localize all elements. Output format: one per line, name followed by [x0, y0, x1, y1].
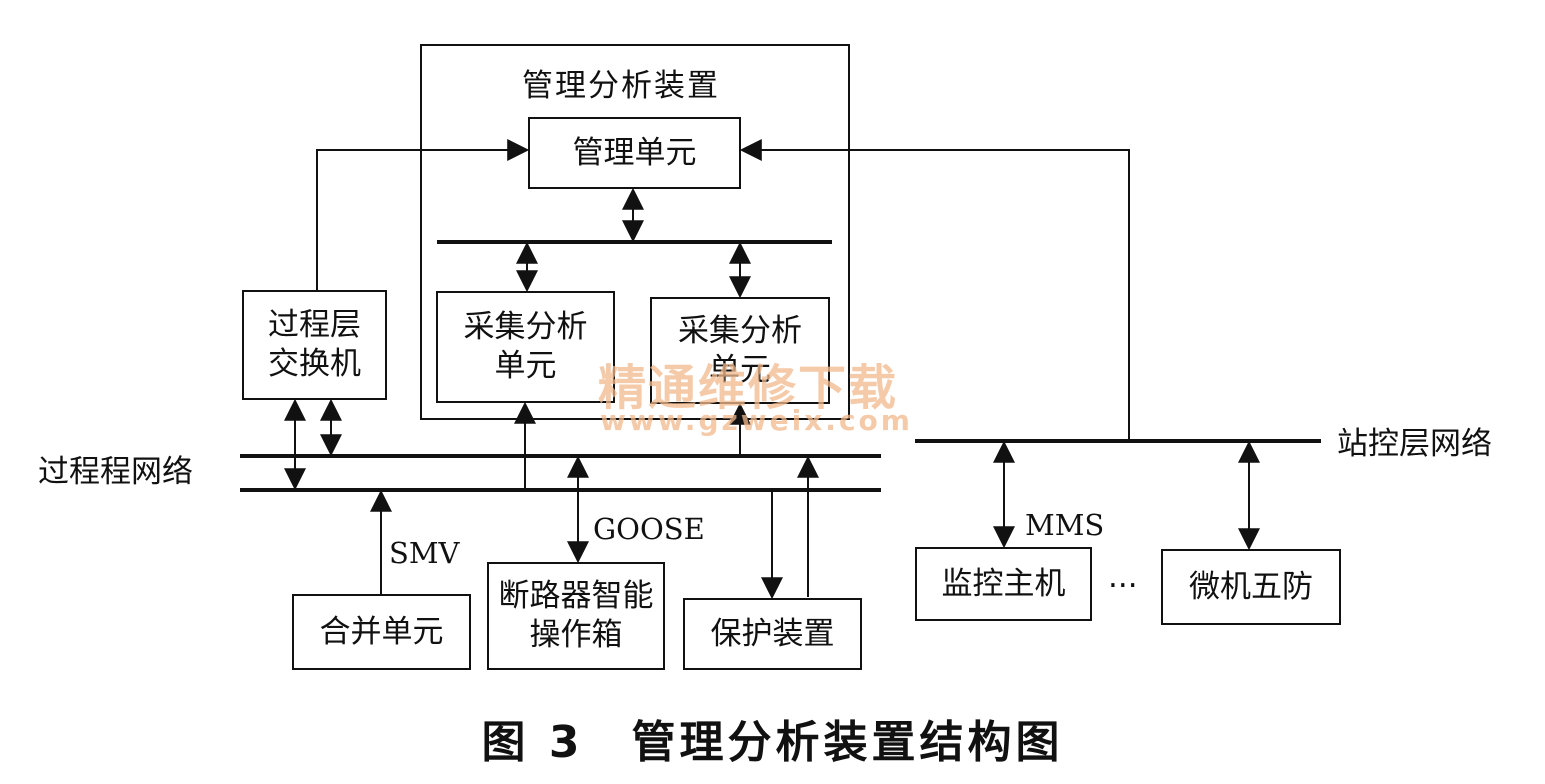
merge-unit-label: 合并单元	[319, 613, 444, 650]
breaker-box-label: 断路器智能 操作箱	[498, 578, 654, 653]
monitor-host-label: 监控主机	[941, 565, 1066, 602]
device-frame	[420, 44, 850, 420]
line-station-mgmt	[739, 139, 1130, 441]
process-switch-box	[242, 290, 387, 400]
process-network-label: 过程程网络	[38, 454, 193, 490]
five-prevention-label: 微机五防	[1189, 568, 1313, 605]
acq-unit-1-label: 采集分析 单元	[463, 309, 588, 384]
watermark-text: 精通维修下载	[598, 360, 899, 416]
acq-unit-2-label: 采集分析 单元	[678, 312, 802, 388]
line-switch-mgmt	[316, 139, 530, 290]
mms-label: MMS	[1025, 508, 1105, 542]
station-network-label: 站控层网络	[1337, 426, 1492, 462]
watermark-url: www.gzweix.com	[600, 404, 913, 437]
figure-caption: 图 3 管理分析装置结构图	[481, 717, 1064, 768]
process-switch-label: 过程层 交换机	[268, 307, 361, 382]
goose-label: GOOSE	[593, 512, 705, 546]
protection-label: 保护装置	[710, 615, 835, 652]
ellipsis-label: ···	[1108, 568, 1138, 604]
device-title: 管理分析装置	[522, 68, 720, 104]
smv-label: SMV	[389, 536, 460, 570]
mgmt-unit-label: 管理单元	[572, 134, 697, 171]
